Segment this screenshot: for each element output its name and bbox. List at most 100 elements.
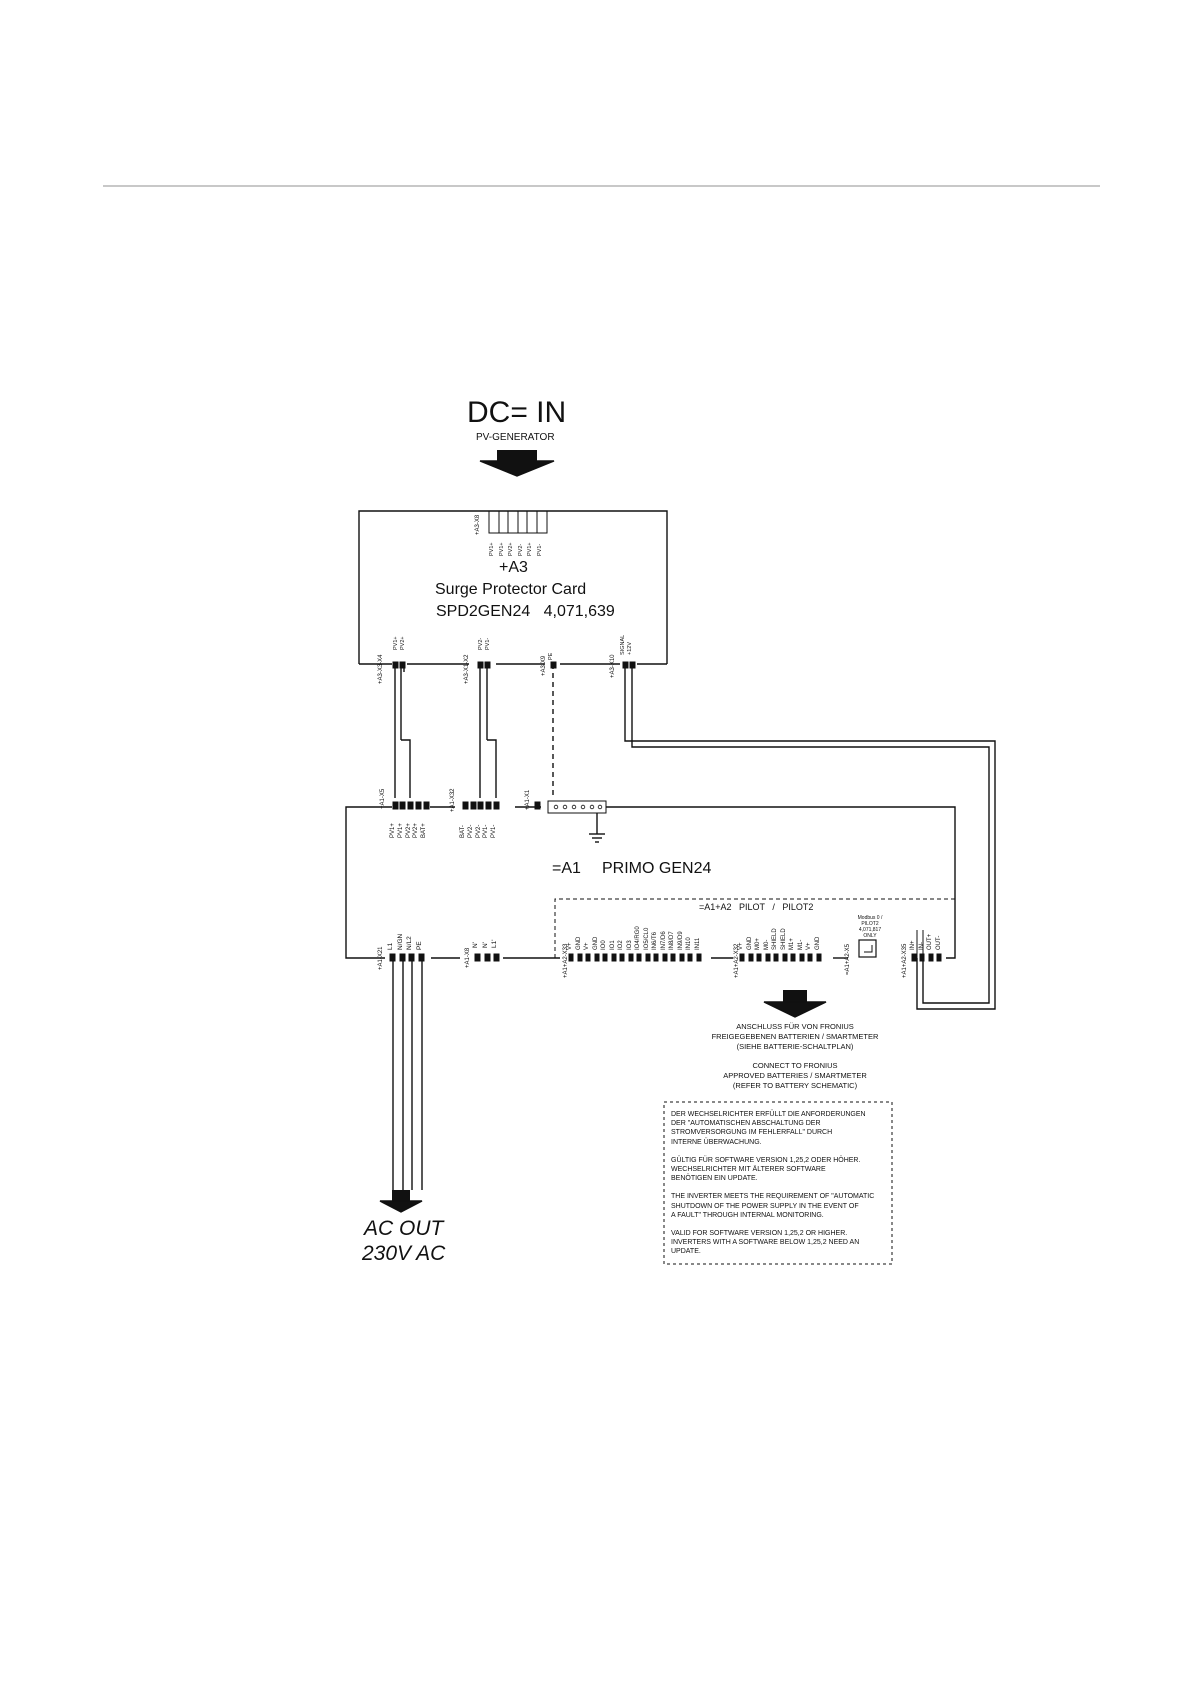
pilot-x35-pins: [911, 953, 942, 962]
a1-x32-pin-label: BAT-: [460, 825, 466, 838]
battery-note-de-1: ANSCHLUSS FÜR VON FRONIUS: [736, 1022, 854, 1031]
inverter-ref: =A1: [552, 860, 581, 877]
info-box-line: UPDATE.: [671, 1248, 701, 1256]
dc-in-subtitle: PV-GENERATOR: [476, 432, 555, 443]
a1-x5-pin-label: PV1+: [397, 823, 404, 838]
a1-x21-ref: +A1-X21: [378, 946, 384, 970]
pilot-x33-pin-label: GND: [575, 936, 582, 950]
pilot-x33-pin-label: V+: [584, 942, 590, 950]
a1-x8-pin-label: L1': [491, 939, 499, 948]
a1-x5-ref: +A1-X5: [380, 788, 386, 809]
a1-x32-ref: +A1-X32: [450, 788, 456, 812]
spd-x10-pin-label: SIGNAL: [620, 634, 626, 655]
spd-top-pin-label: PV1-: [537, 543, 543, 556]
battery-arrow-shaft: [783, 990, 807, 1002]
spd-x2-pins: [477, 661, 491, 669]
pilot-x5-ref: =A1+A2-X5: [845, 943, 851, 975]
pilot-x35-ref: +A1+A2-X35: [902, 943, 908, 978]
info-box-line: [671, 1147, 891, 1156]
pilot-x35-pin-label: OUT-: [935, 935, 942, 950]
spd-top-connector-ref: +A3-X8: [475, 514, 481, 535]
pilot-x33-pin-label: IN7/D6: [660, 931, 667, 950]
pilot-x35-pin-label: IN-: [918, 942, 925, 950]
pilot-x33-pin-label: IO4/RG0: [635, 926, 641, 950]
a1-x32-pin-label: PV2-: [467, 824, 474, 838]
info-box-line: [671, 1220, 891, 1229]
pilot-x32-pin-label: V+: [806, 942, 812, 950]
pilot-x33-pin-label: IO2: [618, 940, 624, 950]
ac-out-arrow-shaft: [392, 1190, 410, 1201]
info-box-frame: [663, 1101, 893, 1265]
dc-in-title: DC= IN: [467, 396, 567, 429]
a1-x5-pins: [392, 801, 430, 810]
a1-x5-pin-label: PV1+: [390, 823, 396, 838]
battery-note-de-2: FREIGEGEBENEN BATTERIEN / SMARTMETER: [711, 1032, 879, 1041]
spd-x10-pins: [622, 661, 636, 669]
pilot-x32-pin-label: M1+: [789, 938, 795, 950]
battery-arrow: [763, 1001, 827, 1018]
battery-note-en-2: APPROVED BATTERIES / SMARTMETER: [723, 1071, 867, 1080]
info-box-line: SHUTDOWN OF THE POWER SUPPLY IN THE EVEN…: [671, 1202, 859, 1210]
a1-x5-pin-label: BAT+: [421, 823, 428, 838]
a1-x8-ref: +A1-X8: [465, 947, 471, 968]
pilot-x33-pin-label: IN8/D7: [669, 931, 675, 950]
spd-ref: +A3: [499, 559, 528, 576]
a1-x32-pin-label: PV2-: [475, 824, 482, 838]
pilot-x35-pin-label: IN+: [910, 940, 916, 950]
battery-note-en-1: CONNECT TO FRONIUS: [752, 1061, 838, 1070]
a1-x21-pins: [389, 953, 425, 962]
info-box-line: WECHSELRICHTER MIT ÄLTERER SOFTWARE: [671, 1166, 826, 1174]
pilot-x33-pin-label: IO3: [626, 940, 633, 950]
pilot-x32-pin-label: GND: [814, 936, 821, 950]
ac-out-arrow: [379, 1200, 423, 1213]
ac-out-voltage: 230V AC: [362, 1242, 446, 1265]
pilot-x33-pin-label: IN11: [694, 937, 701, 950]
a1-x32-pins: [462, 801, 500, 810]
spd-top-pin-label: PV2+: [508, 542, 515, 556]
pilot-x32-pins: [739, 953, 822, 962]
spd-top-pin-label: PV1+: [489, 542, 495, 556]
info-box-line: VALID FOR SOFTWARE VERSION 1,25,2 OR HIG…: [671, 1230, 848, 1238]
pilot-x33-pin-label: IN10: [686, 937, 692, 950]
pilot-x32-pin-label: V+: [738, 942, 744, 950]
spd-top-pin-label: PV2-: [517, 543, 524, 556]
pilot-x32-pin-label: SHIELD: [780, 928, 787, 950]
info-box-line: A FAULT" THROUGH INTERNAL MONITORING.: [671, 1211, 824, 1219]
spd-x4-pins: [392, 661, 406, 669]
pilot-x33-pin-label: IN6/T6: [652, 931, 658, 950]
info-box-text: DER WECHSELRICHTER ERFÜLLT DIE ANFORDERU…: [671, 1110, 891, 1257]
a1-x1-ref: +A1-X1: [525, 789, 531, 810]
a1-x21-pin-label: N/L2: [406, 936, 414, 950]
info-box-line: GÜLTIG FÜR SOFTWARE VERSION 1,25,2 ODER …: [671, 1156, 861, 1164]
spd-x2-pin-label: PV2-: [478, 637, 484, 650]
spd-x4-ref: +A3-X3-X4: [378, 654, 384, 684]
pilot-x33-pin-label: GND: [592, 936, 599, 950]
modbus-socket: [858, 939, 877, 958]
pilot-x32-pin-label: GND: [746, 936, 753, 950]
info-box-line: INTERNE ÜBERWACHUNG.: [671, 1138, 762, 1146]
modbus-note: Modbus 0 / PILOT2 4,071,817 ONLY: [857, 915, 883, 939]
spd-x9-pins: [550, 661, 557, 669]
spd-top-pin-label: PV1+: [498, 542, 505, 556]
spd-x4-pin-label: PV1+: [393, 636, 399, 650]
a1-x8-pin-label: N': [481, 942, 489, 948]
info-box-line: DER "AUTOMATISCHEN ABSCHALTUNG DER: [671, 1120, 821, 1128]
battery-note: ANSCHLUSS FÜR VON FRONIUS FREIGEGEBENEN …: [680, 1022, 910, 1091]
a1-x5-pin-label: PV2+: [405, 823, 412, 838]
pilot-x33-pin-label: V+: [567, 942, 573, 950]
pilot-x32-pin-label: SHIELD: [772, 928, 778, 950]
spd-x4-pin-label: PV2+: [400, 636, 406, 650]
inverter-name: PRIMO GEN24: [602, 860, 712, 877]
spd-x10-pin-label: +12V: [627, 642, 633, 655]
battery-note-en-3: (REFER TO BATTERY SCHEMATIC): [732, 1081, 858, 1090]
pilot-x33-pin-label: IN9/D9: [677, 931, 684, 950]
spd-x9-ref: +A3-X9: [541, 655, 547, 676]
info-box-line: STROMVERSORGUNG IM FEHLERFALL" DURCH: [671, 1129, 833, 1137]
pilot-x33-pin-label: IO1: [609, 940, 616, 950]
dc-in-arrow: [479, 460, 555, 477]
inverter-frame-left: [345, 806, 392, 959]
pilot-x32-pin-label: M0+: [755, 938, 761, 950]
spd-x2-ref: +A3-X1-X2: [464, 654, 470, 684]
a1-x32-pin-label: PV1-: [483, 824, 490, 838]
